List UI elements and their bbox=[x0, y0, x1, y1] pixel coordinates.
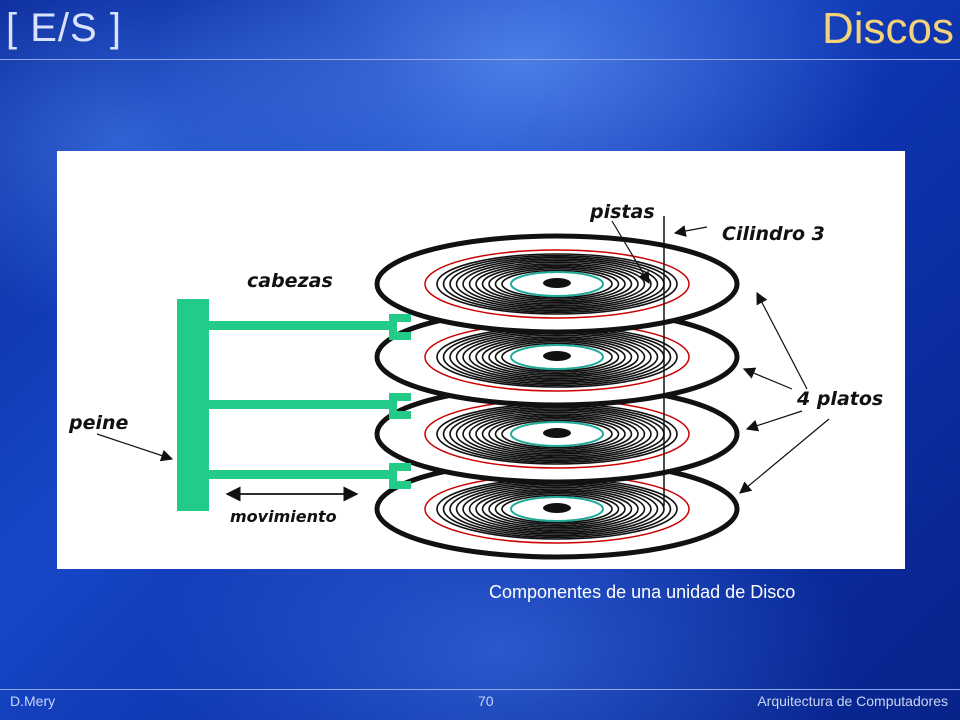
head-arm bbox=[209, 321, 395, 330]
footer-page-number: 70 bbox=[478, 693, 494, 709]
track bbox=[501, 342, 613, 372]
track bbox=[488, 266, 626, 302]
platter bbox=[374, 306, 740, 408]
read-head bbox=[389, 463, 411, 489]
head-arm bbox=[209, 400, 395, 409]
footer-course: Arquitectura de Computadores bbox=[757, 693, 948, 709]
track bbox=[488, 491, 626, 527]
read-head bbox=[389, 393, 411, 419]
platos-arrow bbox=[756, 291, 808, 390]
track bbox=[475, 413, 639, 455]
cilindro-arrow bbox=[673, 225, 708, 237]
track bbox=[488, 416, 626, 452]
platter-stack bbox=[374, 233, 740, 560]
pistas-arrow bbox=[611, 220, 650, 285]
slide-section-title: [ E/S ] bbox=[6, 6, 122, 50]
track bbox=[455, 258, 659, 310]
disk-diagram: pistas Cilindro 3 cabezas 4 platos peine… bbox=[68, 201, 883, 560]
track bbox=[462, 409, 652, 459]
track bbox=[475, 336, 639, 378]
track bbox=[468, 334, 646, 380]
track bbox=[501, 494, 613, 524]
track bbox=[462, 259, 652, 309]
red-track bbox=[424, 249, 690, 319]
footer-divider bbox=[0, 689, 960, 690]
label-platos: 4 platos bbox=[796, 388, 883, 410]
head-arms bbox=[209, 314, 411, 489]
peine-arrow bbox=[96, 433, 174, 462]
footer-author: D.Mery bbox=[10, 693, 56, 709]
disk-diagram-panel: pistas Cilindro 3 cabezas 4 platos peine… bbox=[57, 151, 905, 569]
spindle-hole bbox=[543, 503, 571, 513]
track bbox=[481, 337, 633, 377]
figure-caption: Componentes de una unidad de Disco bbox=[489, 582, 796, 602]
platter bbox=[374, 233, 740, 335]
track bbox=[494, 341, 620, 373]
slide-title: Discos bbox=[821, 4, 954, 53]
track bbox=[468, 411, 646, 457]
track bbox=[488, 339, 626, 375]
track bbox=[455, 408, 659, 460]
label-cabezas: cabezas bbox=[247, 270, 333, 292]
track bbox=[475, 488, 639, 530]
label-cilindro: Cilindro 3 bbox=[722, 223, 825, 245]
track bbox=[481, 489, 633, 529]
header-divider bbox=[0, 59, 960, 60]
track bbox=[481, 264, 633, 304]
track bbox=[481, 414, 633, 454]
track bbox=[462, 484, 652, 534]
track bbox=[501, 419, 613, 449]
spindle-hole bbox=[543, 428, 571, 438]
label-movimiento: movimiento bbox=[230, 507, 337, 526]
spindle-hole bbox=[543, 278, 571, 288]
track bbox=[494, 493, 620, 525]
comb-bar bbox=[177, 299, 209, 511]
track bbox=[475, 263, 639, 305]
track bbox=[442, 254, 672, 314]
platos-arrow bbox=[745, 410, 803, 432]
platos-arrow bbox=[739, 418, 830, 494]
track bbox=[494, 268, 620, 300]
label-peine: peine bbox=[68, 412, 129, 434]
track bbox=[468, 486, 646, 532]
track bbox=[436, 253, 678, 315]
head-arm bbox=[209, 470, 395, 479]
spindle-hole bbox=[543, 351, 571, 361]
label-pistas: pistas bbox=[589, 201, 655, 223]
track bbox=[501, 269, 613, 299]
read-head bbox=[389, 314, 411, 340]
track bbox=[494, 418, 620, 450]
platos-arrow bbox=[742, 367, 793, 390]
